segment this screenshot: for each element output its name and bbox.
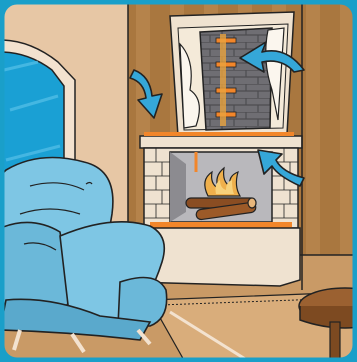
mantel-shelf <box>140 136 302 148</box>
firebox-side <box>170 152 186 222</box>
mantel-seal <box>144 132 294 136</box>
seal-vertical <box>220 34 226 126</box>
hearth-seal <box>150 222 292 228</box>
